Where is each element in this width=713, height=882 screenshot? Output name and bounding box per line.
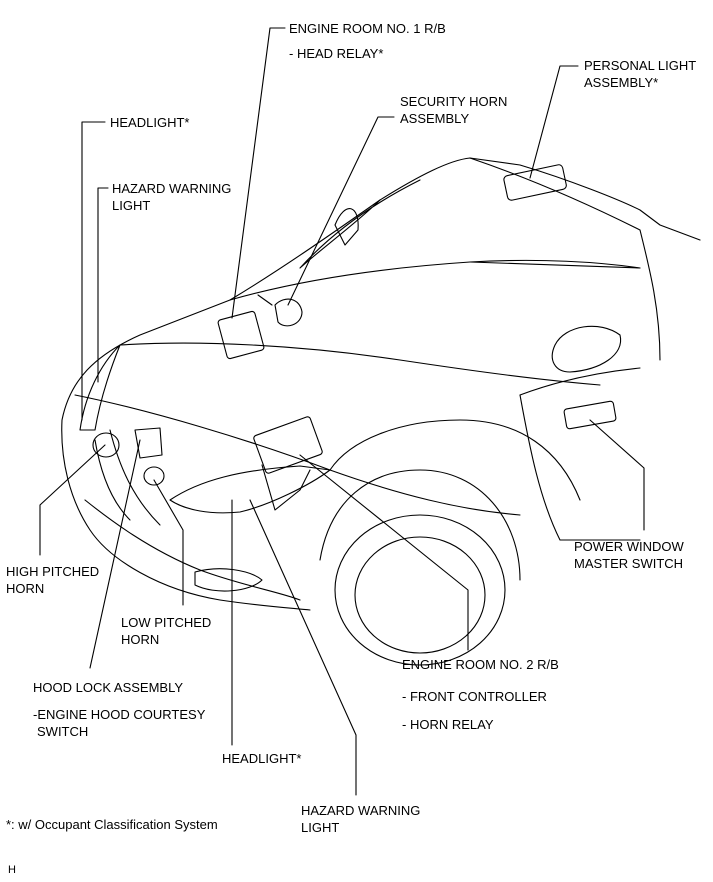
label-personal-light-line1: PERSONAL LIGHT [584,58,697,73]
label-security-horn-line2: ASSEMBLY [400,111,470,126]
label-headlight-top: HEADLIGHT* [110,114,189,131]
footnote: *: w/ Occupant Classification System [6,816,218,833]
headlight-right-lens [169,465,331,514]
leader-hood-lock [89,439,141,669]
label-low-pitched-line2: HORN [121,632,160,647]
label-engine-room-no-1: ENGINE ROOM NO. 1 R/B - HEAD RELAY* [289,20,446,62]
front-wheel-rim [354,536,486,654]
label-security-horn-line1: SECURITY HORN [400,94,508,109]
label-hood-lock: HOOD LOCK ASSEMBLY -ENGINE HOOD COURTESY… [33,679,205,740]
label-engine-room-no-1-title: ENGINE ROOM NO. 1 R/B [289,21,446,36]
window-sill [519,367,641,396]
hood-front-edge [74,394,521,516]
low-pitched-horn [143,466,165,486]
fender-line [329,419,581,501]
label-front-controller: - FRONT CONTROLLER [402,689,547,704]
engine-room-1-box [217,310,265,360]
figure-code: H [8,862,16,879]
front-wheel-arch [319,469,521,581]
label-hazard-top-line1: HAZARD WARNING [112,181,232,196]
label-headlight-top-text: HEADLIGHT* [110,115,190,130]
label-headlight-bottom: HEADLIGHT* [222,750,301,767]
label-hood-courtesy-switch: -ENGINE HOOD COURTESY [33,707,206,722]
leader-engine-room-2 [299,454,469,651]
label-power-window-line2: MASTER SWITCH [574,556,684,571]
security-horn [257,294,303,327]
leader-personal-light [529,65,579,179]
grille [94,429,161,526]
label-head-relay: - HEAD RELAY* [289,46,384,61]
label-hazard-bottom: HAZARD WARNING LIGHT [301,802,420,836]
label-engine-room-no-2-title: ENGINE ROOM NO. 2 R/B [402,657,559,672]
label-engine-room-no-2: ENGINE ROOM NO. 2 R/B - FRONT CONTROLLER… [402,656,559,733]
leader-hazard-bottom [249,499,357,796]
leader-hazard-top [97,187,109,383]
label-low-pitched-line1: LOW PITCHED [121,615,212,630]
label-headlight-bottom-text: HEADLIGHT* [222,751,302,766]
label-hazard-bottom-line2: LIGHT [301,820,340,835]
label-hazard-top: HAZARD WARNING LIGHT [112,180,231,214]
side-mirror [551,325,622,373]
label-high-pitched-line2: HORN [6,581,45,596]
label-low-pitched-horn: LOW PITCHED HORN [121,614,211,648]
power-window-switch [563,400,617,430]
roof-line [469,157,641,269]
label-power-window-switch: POWER WINDOW MASTER SWITCH [574,538,684,572]
label-high-pitched-horn: HIGH PITCHED HORN [6,563,99,597]
engine-room-2-box [253,416,323,474]
leader-low-pitched [153,479,184,606]
headlight-left-lens [79,344,121,431]
mirror-far [334,208,359,246]
bumper-lower [84,499,301,601]
figure-code-text: H [8,864,16,876]
label-hood-courtesy-switch-line2: SWITCH [37,724,89,739]
leader-high-pitched [39,444,106,556]
label-high-pitched-line1: HIGH PITCHED [6,564,100,579]
leader-headlight-top [81,121,106,421]
hood-edge [119,342,601,386]
footnote-text: *: w/ Occupant Classification System [6,817,218,832]
door-line [519,394,641,541]
windshield-frame [299,179,421,269]
front-bumper [61,419,311,611]
front-wheel [334,514,506,666]
leader-power-window [589,419,645,531]
label-hood-lock-title: HOOD LOCK ASSEMBLY [33,680,184,695]
label-personal-light: PERSONAL LIGHT ASSEMBLY* [584,57,696,91]
label-hazard-bottom-line1: HAZARD WARNING [301,803,421,818]
label-hazard-top-line2: LIGHT [112,198,151,213]
leader-engine-room-1 [231,27,286,319]
a-pillar [639,229,661,361]
label-security-horn: SECURITY HORN ASSEMBLY [400,93,507,127]
label-personal-light-line2: ASSEMBLY* [584,75,659,90]
label-power-window-line1: POWER WINDOW [574,539,684,554]
engine-room-2-bracket [261,464,311,511]
leader-security-horn [287,116,395,306]
fog-lamp [194,568,263,592]
label-horn-relay: - HORN RELAY [402,717,494,732]
high-pitched-horn [92,432,120,458]
